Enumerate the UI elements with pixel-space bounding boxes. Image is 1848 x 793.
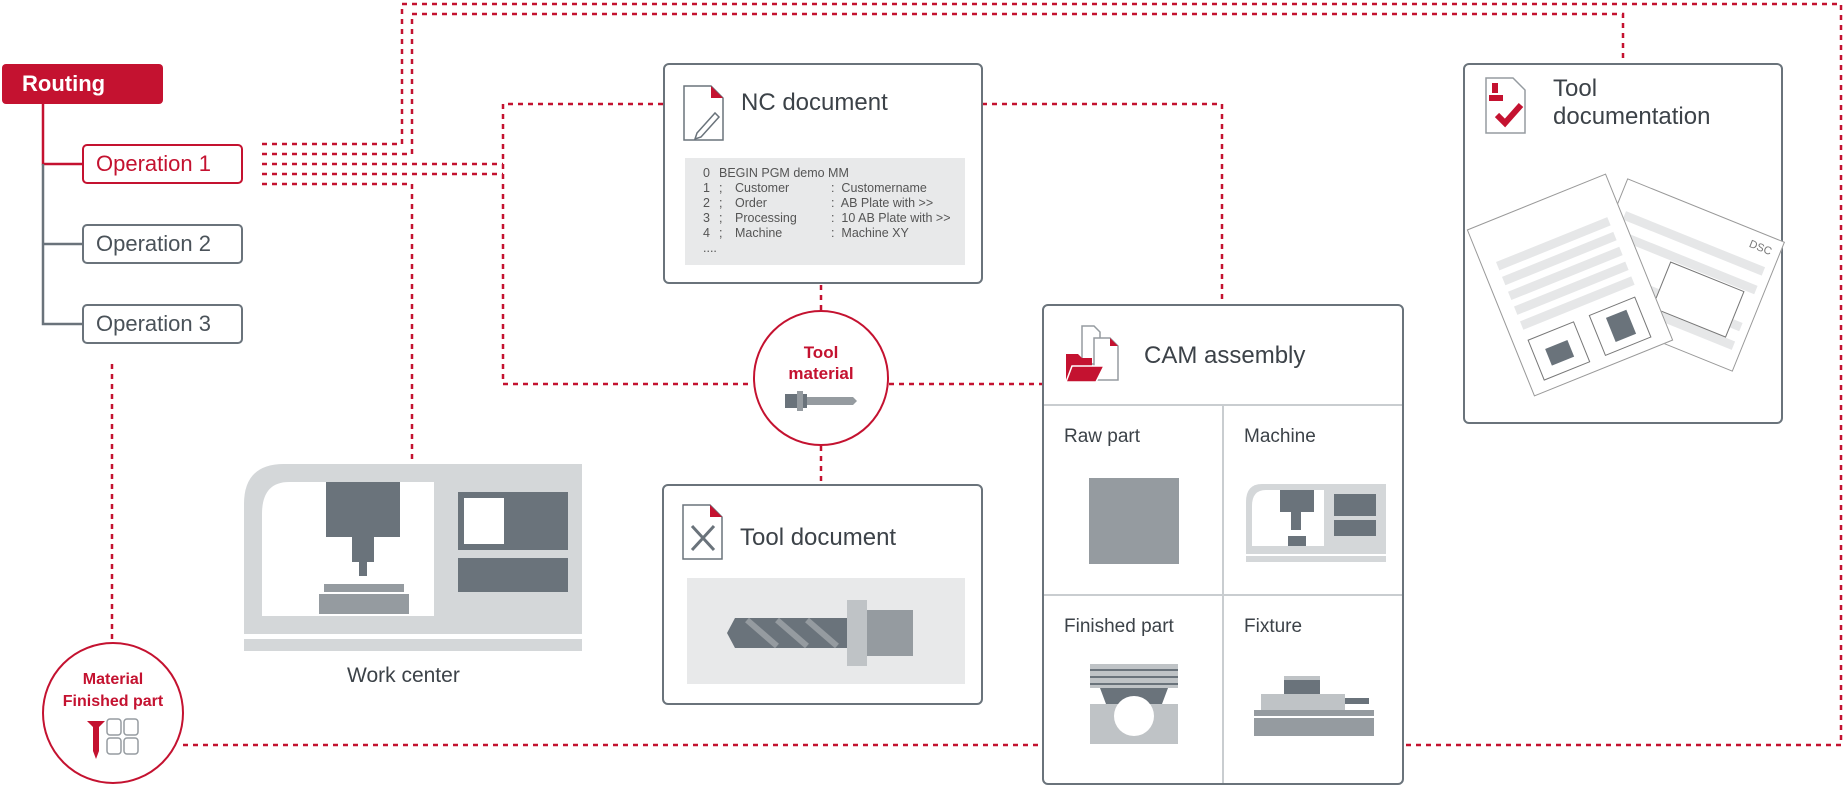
cam-cell-machine[interactable]: Machine <box>1224 404 1402 594</box>
line-number: 4 <box>703 226 710 240</box>
drill-tool-icon <box>727 600 913 666</box>
cam-cell-finished-part[interactable]: Finished part <box>1044 594 1224 783</box>
tool-image <box>687 578 965 684</box>
work-center-machine-illustration[interactable] <box>244 464 584 654</box>
tool-documentation-check-icon <box>1485 77 1526 134</box>
document-edit-icon <box>683 85 724 141</box>
code-text: BEGIN PGM demo MM <box>719 166 849 180</box>
line-number: 1 <box>703 181 710 195</box>
line-number: 3 <box>703 211 710 225</box>
line-number: 0 <box>703 166 710 180</box>
separator: ; <box>719 226 723 240</box>
tool-documentation-card[interactable]: Tool documentation DSC <box>1463 63 1786 424</box>
tool-material-line2: material <box>788 364 854 383</box>
raw-part-label: Raw part <box>1064 426 1141 447</box>
raw-part-block-icon <box>1089 478 1179 564</box>
connector-op1-to-tool-documentation <box>262 12 1625 156</box>
screw-and-parts-icon <box>87 718 139 759</box>
code-value: : AB Plate with >> <box>831 196 934 210</box>
sheet-logo: DSC <box>1747 238 1774 259</box>
machine-label: Machine <box>1244 426 1316 447</box>
routing-header[interactable]: Routing <box>2 64 163 104</box>
fixture-label: Fixture <box>1244 616 1303 637</box>
cam-assembly-title: CAM assembly <box>1144 342 1306 369</box>
operation-3[interactable]: Operation 3 <box>82 304 243 344</box>
connector-nc-left <box>501 102 753 386</box>
tool-documentation-title-line2: documentation <box>1553 103 1711 130</box>
cam-assembly-card[interactable]: CAM assembly Raw part Machine Finished p… <box>1042 304 1404 785</box>
operation-1[interactable]: Operation 1 <box>82 144 243 184</box>
tree-line-op1 <box>41 104 82 166</box>
nc-document-title: NC document <box>741 89 888 116</box>
tool-document-title: Tool document <box>740 524 897 551</box>
material-finished-part-node[interactable]: Material Finished part <box>42 642 184 784</box>
nc-document-card[interactable]: NC document 0 BEGIN PGM demo MM 1; Custome… <box>663 63 983 284</box>
tool-material-node[interactable]: Tool material <box>753 310 889 446</box>
folder-documents-icon <box>1064 325 1119 383</box>
work-center-label: Work center <box>347 664 460 687</box>
connector-op1-to-cam <box>262 2 1843 747</box>
piston-part-icon <box>1090 664 1178 744</box>
line-number: 2 <box>703 196 710 210</box>
tree-line-op3 <box>41 164 82 326</box>
code-value: : Machine XY <box>831 226 909 240</box>
tool-holder-icon <box>785 391 857 411</box>
cam-cell-fixture[interactable]: Fixture <box>1224 594 1402 783</box>
tool-document-card[interactable]: Tool document <box>662 484 983 705</box>
code-key: Processing <box>735 211 797 225</box>
separator: ; <box>719 196 723 210</box>
finished-part-label: Finished part <box>62 693 164 710</box>
cam-cell-raw-part[interactable]: Raw part <box>1044 404 1224 594</box>
tool-document-icon <box>682 504 723 560</box>
separator: ; <box>719 181 723 195</box>
code-value: : 10 AB Plate with >> <box>831 211 951 225</box>
finished-part-cell-label: Finished part <box>1064 616 1174 637</box>
nc-code-listing: 0 BEGIN PGM demo MM 1; Customer : Customern… <box>685 158 965 265</box>
machine-icon <box>1246 484 1386 562</box>
fixture-vise-icon <box>1254 676 1374 736</box>
code-ellipsis: .... <box>703 241 717 255</box>
tool-material-line1: Tool <box>803 343 839 362</box>
connector-nc-to-cam <box>982 102 1224 304</box>
code-value: : Customername <box>831 181 927 195</box>
tool-documentation-title-line1: Tool <box>1553 75 1598 102</box>
connector-op1-to-work-center <box>262 182 414 464</box>
operation-2[interactable]: Operation 2 <box>82 224 243 264</box>
separator: ; <box>719 211 723 225</box>
code-key: Customer <box>735 181 790 195</box>
code-key: Order <box>735 196 767 210</box>
code-key: Machine <box>735 226 783 240</box>
material-label: Material <box>82 671 144 688</box>
